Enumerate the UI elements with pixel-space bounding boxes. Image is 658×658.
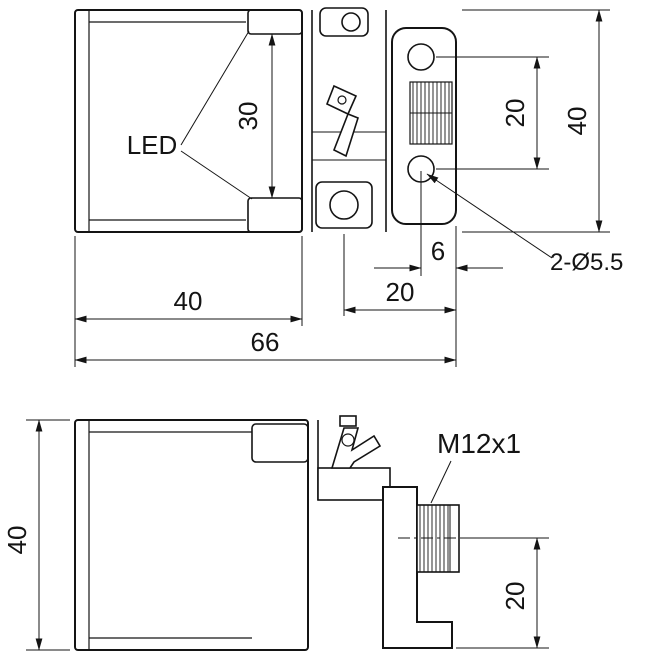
connector-label: M12x1	[437, 428, 521, 459]
bracket-plate-side	[382, 486, 453, 649]
dimensions-side-view: M12x1 40 20	[2, 419, 549, 651]
clamp-bottom-block	[315, 181, 373, 229]
mounting-bracket-top	[391, 27, 457, 225]
holes-callout-leader	[426, 173, 553, 259]
dim-40-height-text: 40	[562, 107, 592, 136]
dim-66-text: 66	[251, 327, 280, 357]
clamp-pin-side	[339, 415, 357, 427]
sensor-body-side	[74, 419, 309, 651]
dim-30-text: 30	[233, 102, 263, 131]
body-outline-top	[74, 9, 303, 233]
clamp-lever-pivot	[337, 95, 347, 105]
side-view: M12x1 40 20	[2, 415, 549, 651]
led-window-side	[251, 423, 309, 463]
clamp-base-side	[317, 467, 391, 501]
holes-callout-text: 2-Ø5.5	[550, 249, 623, 276]
clamp-screw-head	[341, 12, 361, 32]
clamp-lever-upper	[325, 84, 358, 116]
led-leader-lower	[180, 150, 253, 200]
dimensions-top-view: 30 LED 20 40 6 2-Ø5.5 20	[74, 9, 623, 367]
dim-20-side-text: 20	[500, 582, 530, 611]
clamp-mechanism-side	[317, 415, 391, 501]
top-view: 30 LED 20 40 6 2-Ø5.5 20	[74, 7, 623, 367]
dim-40-side-extension-lines	[26, 419, 70, 651]
led-label: LED	[127, 130, 178, 160]
dim-6-text: 6	[431, 236, 445, 266]
mounting-hole-upper	[407, 43, 435, 71]
clamp-lever-side	[330, 427, 382, 469]
clamp-lever-lower	[332, 112, 359, 158]
clamp-mechanism-top	[311, 7, 387, 232]
body-outline-side	[74, 419, 309, 651]
clamp-bottom-screw	[329, 190, 359, 220]
connector-label-leader	[430, 460, 452, 504]
bracket-outline-top	[391, 27, 457, 225]
dim-40-height-extension-lines	[462, 9, 610, 233]
dim-40-length-text: 40	[174, 286, 203, 316]
dim-20-bottom-text: 20	[386, 277, 415, 307]
dim-40-side-text: 40	[2, 526, 32, 555]
dim-40-length-extension-lines	[74, 236, 303, 367]
dim-20-holes-extension-lines	[436, 56, 549, 170]
dim-20-holes-text: 20	[500, 99, 530, 128]
clamp-pivot-side	[341, 433, 355, 447]
mounting-bracket-side	[382, 486, 472, 649]
dim-20-bottom-extension-lines	[343, 226, 457, 367]
led-leader-upper	[180, 30, 250, 146]
sensor-body-top	[74, 9, 303, 233]
